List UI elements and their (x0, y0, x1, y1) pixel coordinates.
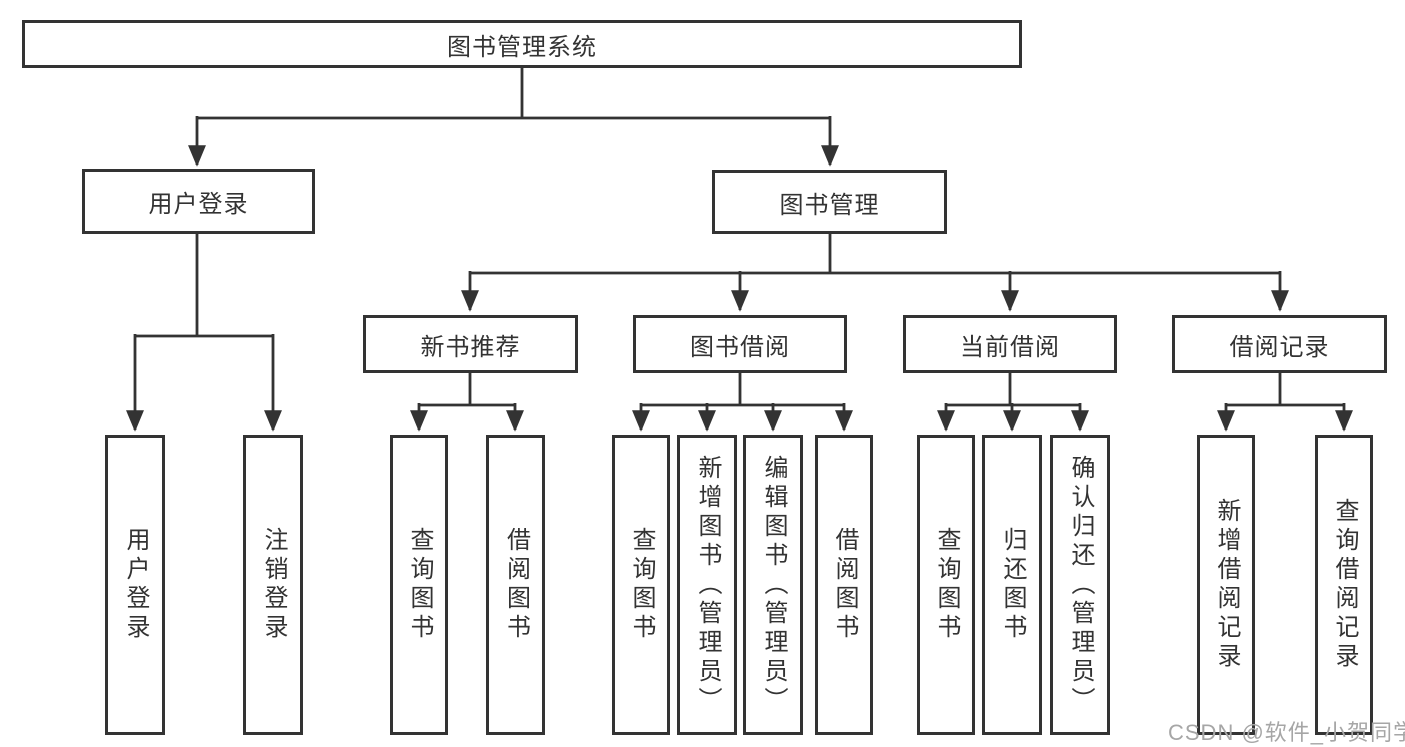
node-label: 新增图书（管理员） (694, 454, 721, 716)
leaf-return-books: 归还图书 (982, 435, 1042, 735)
node-label: 新增借阅记录 (1213, 498, 1240, 672)
leaf-add-books-admin: 新增图书（管理员） (677, 435, 737, 735)
node-label: 编辑图书（管理员） (760, 454, 787, 716)
leaf-user-login-action: 用户登录 (105, 435, 165, 735)
node-new-book-recommend: 新书推荐 (363, 315, 578, 373)
node-label: 查询图书 (933, 527, 960, 643)
node-label: 借阅记录 (1229, 333, 1330, 361)
node-user-login: 用户登录 (82, 169, 315, 234)
node-label: 当前借阅 (960, 333, 1060, 361)
connector-user-login-children (126, 233, 282, 432)
connector-book-borrow-children (632, 373, 853, 432)
node-label: 图书管理系统 (447, 33, 597, 61)
leaf-logout: 注销登录 (243, 435, 303, 735)
leaf-query-books-3: 查询图书 (917, 435, 975, 735)
leaf-borrow-books-2: 借阅图书 (815, 435, 873, 735)
node-label: 查询图书 (406, 527, 433, 643)
connector-current-borrow-children (937, 373, 1089, 432)
node-label: 查询借阅记录 (1331, 498, 1358, 672)
node-label: 借阅图书 (831, 527, 858, 643)
connector-borrow-records-children (1217, 373, 1353, 432)
node-label: 借阅图书 (502, 527, 530, 643)
leaf-confirm-return-admin: 确认归还（管理员） (1050, 435, 1110, 735)
connector-root-to-level2 (188, 68, 839, 167)
leaf-add-borrow-record: 新增借阅记录 (1197, 435, 1255, 735)
node-label: 图书借阅 (690, 333, 790, 361)
node-book-borrow: 图书借阅 (633, 315, 847, 373)
watermark: CSDN @软件_小贺同学 (1168, 720, 1405, 745)
node-book-management: 图书管理 (712, 170, 947, 234)
node-book-management-system: 图书管理系统 (22, 20, 1022, 68)
node-label: 图书管理 (779, 191, 880, 219)
leaf-borrow-books-1: 借阅图书 (486, 435, 545, 735)
node-label: 用户登录 (148, 191, 249, 218)
leaf-query-books-1: 查询图书 (390, 435, 448, 735)
node-label: 新书推荐 (420, 333, 521, 361)
connector-new-book-children (410, 373, 524, 432)
leaf-query-borrow-record: 查询借阅记录 (1315, 435, 1373, 735)
node-label: 确认归还（管理员） (1067, 454, 1094, 716)
node-label: 查询图书 (628, 527, 655, 643)
leaf-query-books-2: 查询图书 (612, 435, 670, 735)
leaf-edit-books-admin: 编辑图书（管理员） (743, 435, 803, 735)
node-label: 注销登录 (260, 527, 287, 643)
node-current-borrow: 当前借阅 (903, 315, 1117, 373)
connector-book-management-children (461, 234, 1289, 312)
node-label: 用户登录 (122, 527, 149, 643)
node-borrow-records: 借阅记录 (1172, 315, 1387, 373)
node-label: 归还图书 (999, 527, 1026, 643)
